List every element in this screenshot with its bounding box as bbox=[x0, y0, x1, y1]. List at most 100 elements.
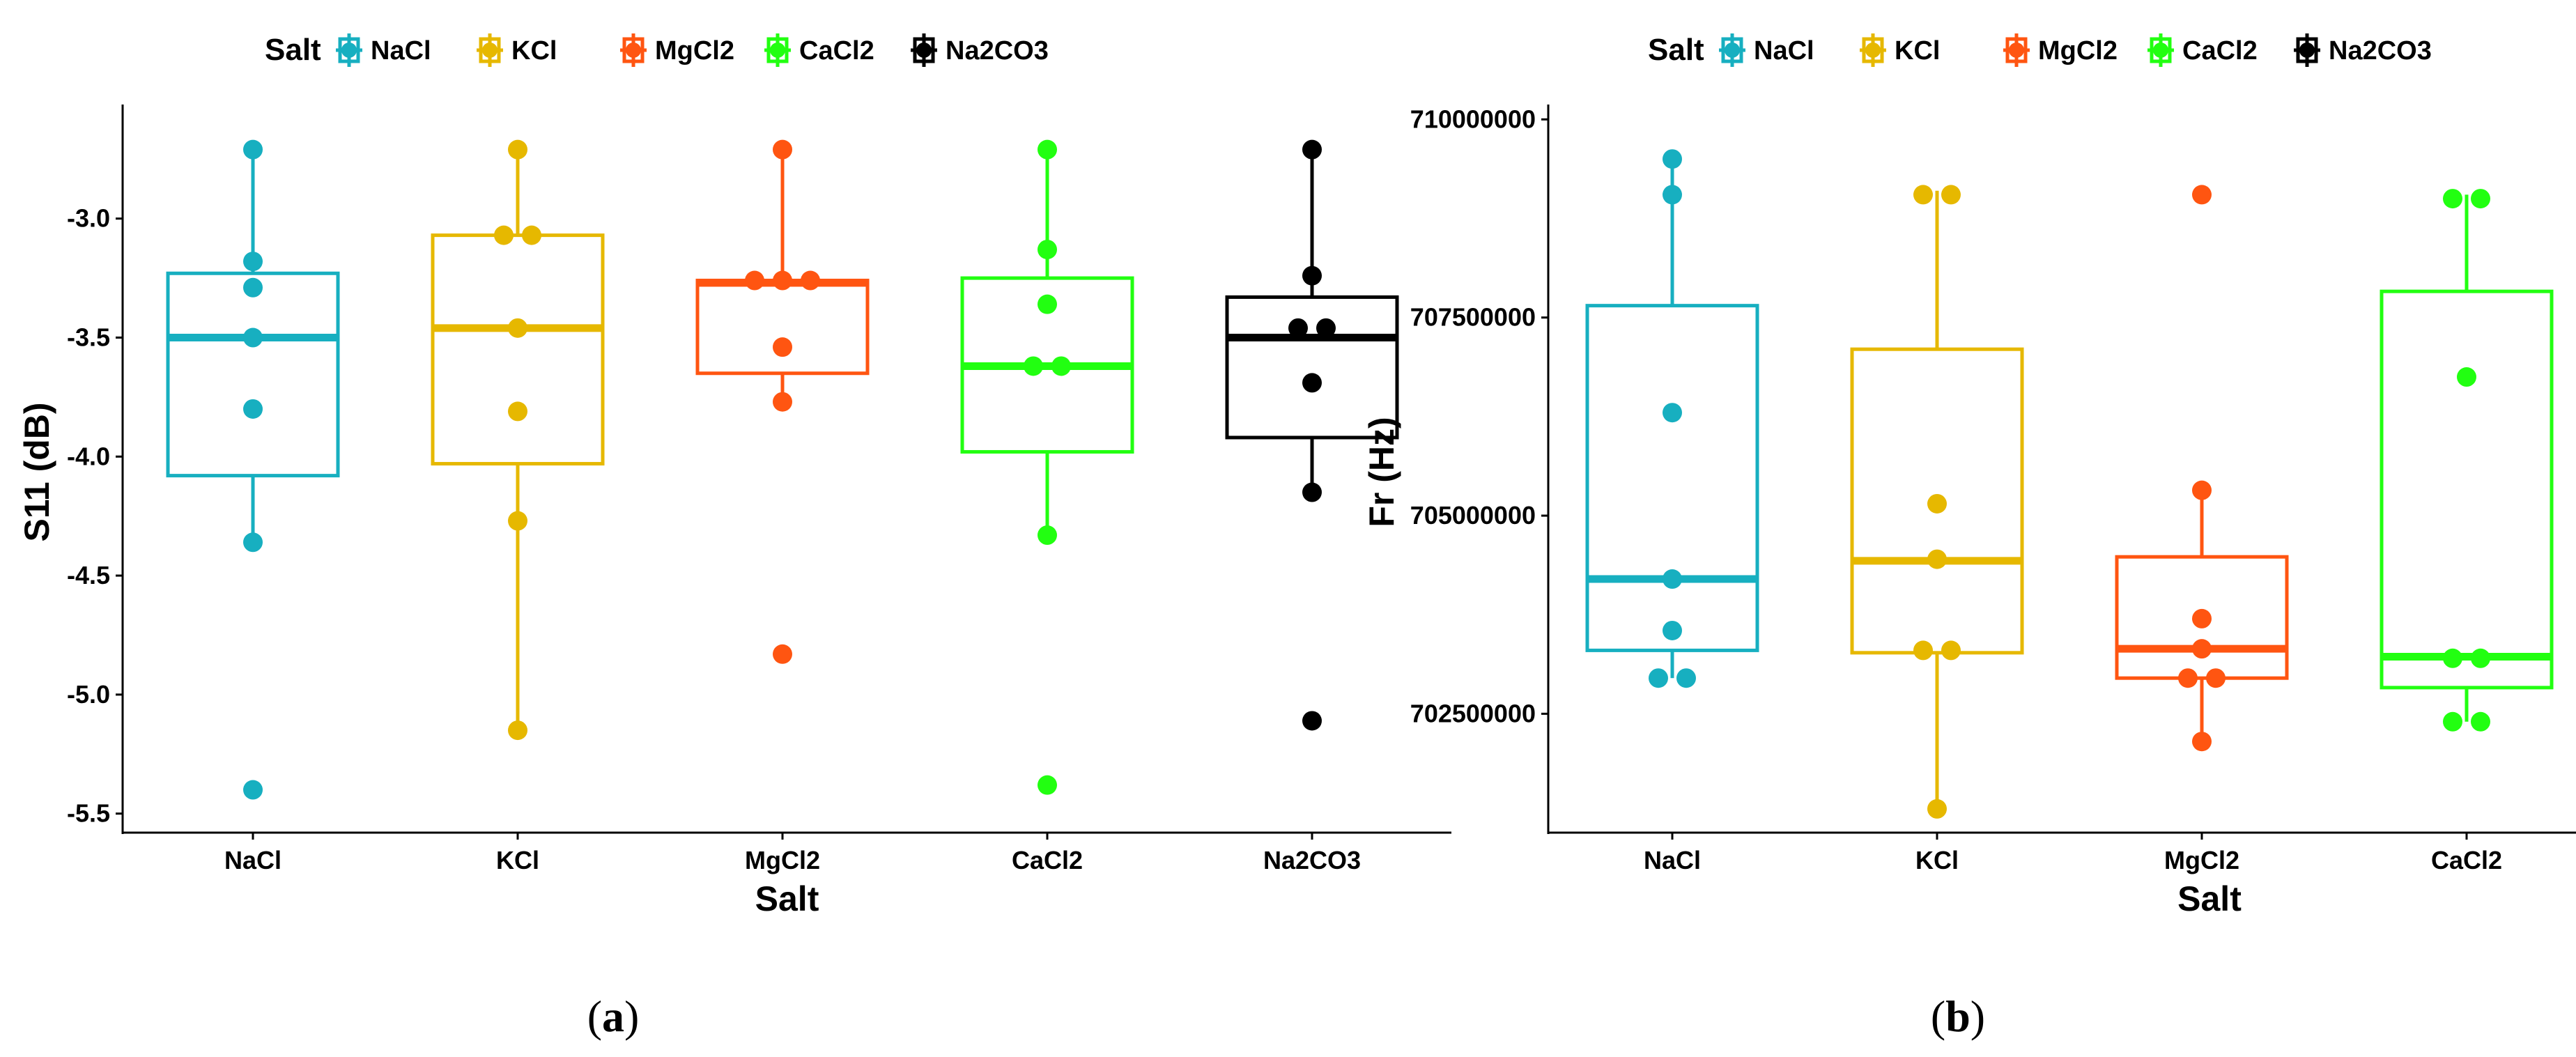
data-point bbox=[508, 720, 527, 741]
box-iqr bbox=[166, 271, 340, 478]
data-point bbox=[1649, 668, 1668, 688]
data-point bbox=[1913, 185, 1933, 205]
data-point bbox=[2443, 189, 2462, 209]
data-point bbox=[243, 399, 263, 419]
data-point bbox=[773, 337, 792, 357]
box-iqr bbox=[1585, 304, 1759, 652]
data-point bbox=[522, 225, 541, 245]
y-axis-title: Fr (Hz) bbox=[1362, 417, 1401, 527]
data-point bbox=[773, 644, 792, 664]
data-point bbox=[1038, 294, 1057, 314]
box-iqr bbox=[1850, 347, 2024, 655]
box-cacl2 bbox=[2380, 189, 2554, 732]
data-point bbox=[2206, 668, 2226, 688]
y-axis-title: S11 (dB) bbox=[17, 402, 56, 541]
data-point bbox=[773, 270, 792, 291]
data-point bbox=[1941, 640, 1961, 661]
legend-key-nacl: NaCl bbox=[1719, 33, 1814, 67]
legend-key-kcl: KCl bbox=[1860, 33, 1940, 67]
legend-title: Salt bbox=[1648, 33, 1704, 67]
data-point bbox=[1038, 525, 1057, 546]
data-point bbox=[2457, 367, 2476, 387]
data-point bbox=[1038, 240, 1057, 260]
y-tick-label: 702500000 bbox=[1410, 699, 1536, 727]
data-point bbox=[243, 780, 263, 800]
x-tick-label: NaCl bbox=[224, 846, 281, 874]
y-tick-label: -5.0 bbox=[67, 680, 110, 709]
box-iqr bbox=[2115, 555, 2289, 680]
panel-caption: (a) bbox=[587, 992, 640, 1041]
legend-label-kcl: KCl bbox=[511, 36, 557, 65]
legend-key-cacl2: CaCl2 bbox=[2147, 33, 2258, 67]
box-na2co3 bbox=[1225, 139, 1399, 731]
data-point bbox=[1302, 373, 1322, 393]
x-axis-title: Salt bbox=[2177, 879, 2242, 918]
data-point bbox=[243, 252, 263, 272]
legend-title: Salt bbox=[265, 33, 321, 67]
legend-label-mgcl2: MgCl2 bbox=[2038, 36, 2118, 65]
legend-label-cacl2: CaCl2 bbox=[799, 36, 874, 65]
y-tick-label: -3.0 bbox=[67, 204, 110, 233]
data-point bbox=[1051, 356, 1071, 376]
data-point bbox=[2443, 711, 2462, 732]
data-point bbox=[494, 225, 514, 245]
data-point bbox=[2443, 648, 2462, 668]
legend-label-na2co3: Na2CO3 bbox=[946, 36, 1049, 65]
data-point bbox=[1302, 139, 1322, 160]
data-point bbox=[2192, 608, 2212, 628]
x-tick-label: NaCl bbox=[1644, 846, 1701, 874]
data-point bbox=[2471, 189, 2490, 209]
data-point bbox=[1316, 318, 1336, 338]
box-iqr bbox=[695, 279, 870, 376]
data-point bbox=[1302, 711, 1322, 731]
data-point bbox=[773, 392, 792, 412]
legend-label-nacl: NaCl bbox=[1754, 36, 1814, 65]
y-tick-label: -4.5 bbox=[67, 561, 110, 589]
box-nacl bbox=[166, 139, 340, 800]
x-tick-label: CaCl2 bbox=[1012, 846, 1083, 874]
box-iqr bbox=[1225, 295, 1399, 440]
legend-label-nacl: NaCl bbox=[371, 36, 431, 65]
data-point bbox=[2192, 185, 2212, 205]
data-point bbox=[2178, 668, 2198, 688]
box-iqr bbox=[2380, 289, 2554, 690]
data-point bbox=[1302, 482, 1322, 502]
x-tick-label: MgCl2 bbox=[2164, 846, 2239, 874]
legend-label-kcl: KCl bbox=[1895, 36, 1940, 65]
box-kcl bbox=[431, 139, 605, 741]
data-point bbox=[243, 139, 263, 160]
data-point bbox=[2471, 648, 2490, 668]
data-point bbox=[1038, 775, 1057, 795]
legend-key-mgcl2: MgCl2 bbox=[620, 33, 734, 67]
data-point bbox=[2471, 711, 2490, 732]
y-tick-label: -5.5 bbox=[67, 799, 110, 828]
y-tick-label: 707500000 bbox=[1410, 303, 1536, 332]
data-point bbox=[508, 318, 527, 338]
x-tick-label: CaCl2 bbox=[2431, 846, 2502, 874]
data-point bbox=[1663, 620, 1682, 640]
data-point bbox=[1288, 318, 1308, 338]
data-point bbox=[1941, 185, 1961, 205]
box-mgcl2 bbox=[2115, 185, 2289, 752]
data-point bbox=[508, 401, 527, 422]
box-cacl2 bbox=[960, 139, 1134, 795]
x-tick-label: MgCl2 bbox=[745, 846, 820, 874]
y-tick-label: 705000000 bbox=[1410, 501, 1536, 530]
data-point bbox=[508, 139, 527, 160]
data-point bbox=[773, 139, 792, 160]
data-point bbox=[1024, 356, 1043, 376]
panel-caption: (b) bbox=[1931, 992, 1985, 1041]
data-point bbox=[508, 511, 527, 531]
data-point bbox=[243, 327, 263, 348]
data-point bbox=[1927, 493, 1947, 514]
data-point bbox=[2192, 732, 2212, 752]
data-point bbox=[1663, 185, 1682, 205]
data-point bbox=[745, 270, 764, 291]
data-point bbox=[243, 277, 263, 298]
data-point bbox=[1302, 265, 1322, 286]
y-tick-label: 710000000 bbox=[1410, 105, 1536, 133]
